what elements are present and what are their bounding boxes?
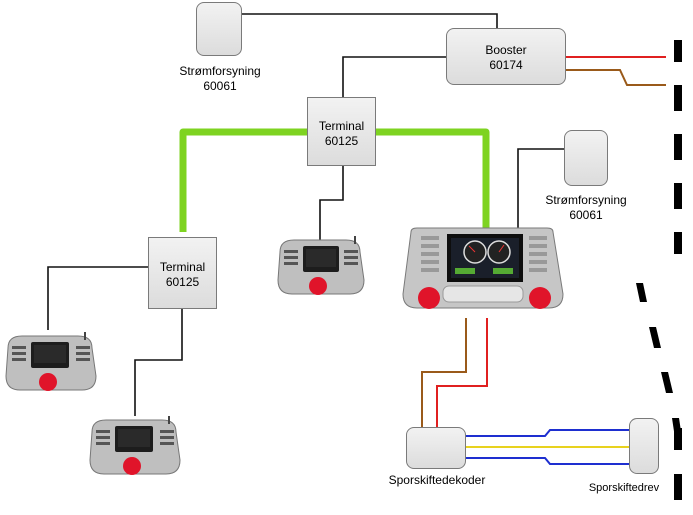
handcontroller-left — [5, 332, 97, 391]
booster-brown-wire — [566, 69, 666, 86]
turnout-drive-label: Sporskiftedrev — [588, 482, 660, 494]
psu-top-label-model: 60061 — [203, 79, 237, 93]
booster-model: 60174 — [489, 58, 523, 72]
handcontroller-bottom — [89, 416, 181, 475]
green-bus-cable — [179, 128, 490, 232]
turnout-drive-box — [629, 418, 659, 474]
cs-brown-wire — [421, 318, 467, 428]
booster-box: Booster 60174 — [446, 28, 566, 85]
power-supply-right-box — [564, 130, 608, 186]
terminal-left-label: Terminal — [159, 260, 206, 274]
decoder-blue-wire-1 — [466, 429, 630, 437]
terminal-top-box: Terminal 60125 — [307, 97, 376, 166]
decoder-blue-wire-2 — [466, 457, 630, 465]
power-supply-right-label: Strømforsyning 60061 — [528, 193, 644, 223]
terminal-left-box: Terminal 60125 — [148, 237, 217, 309]
terminal-top-label: Terminal — [318, 119, 365, 133]
black-wires — [47, 13, 566, 416]
psu-right-label-model: 60061 — [569, 208, 603, 222]
decoder-label: Sporskiftedekoder — [388, 473, 486, 487]
track-line — [636, 40, 682, 500]
booster-label: Booster — [485, 43, 527, 57]
central-station — [402, 227, 564, 309]
psu-top-label-name: Strømforsyning — [179, 64, 261, 78]
psu-right-label-name: Strømforsyning — [545, 193, 627, 207]
power-supply-top-label: Strømforsyning 60061 — [162, 64, 278, 94]
terminal-left-model: 60125 — [165, 275, 200, 289]
cs-red-wire — [436, 318, 488, 428]
power-supply-top-box — [196, 2, 242, 56]
handcontroller-top — [277, 236, 365, 295]
decoder-box — [406, 427, 466, 469]
terminal-top-model: 60125 — [324, 134, 359, 148]
